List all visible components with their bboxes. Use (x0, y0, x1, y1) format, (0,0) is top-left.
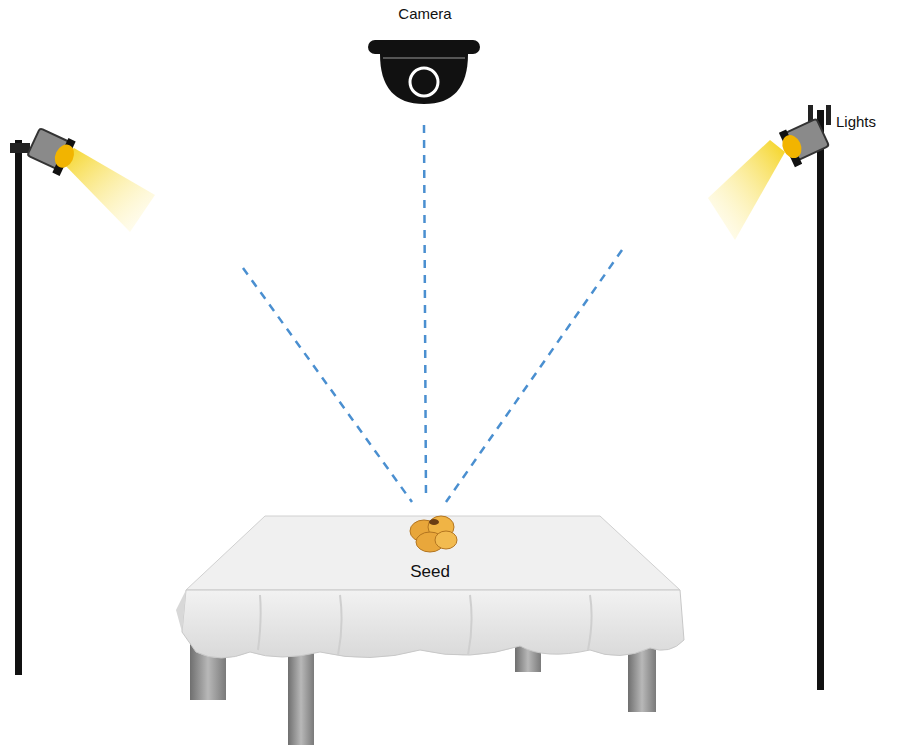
lights-label: Lights (836, 113, 876, 130)
camera-label: Camera (398, 5, 451, 22)
view-line (243, 268, 412, 502)
left-light (10, 125, 155, 675)
light-pole (15, 140, 22, 675)
light-beam (708, 140, 785, 240)
view-line (446, 250, 622, 502)
table-cloth (176, 516, 684, 658)
seed-label: Seed (410, 562, 450, 582)
right-light (708, 105, 831, 690)
light-mount (826, 105, 831, 125)
light-mount (10, 143, 30, 153)
light-beam (60, 148, 155, 232)
lamp-head (25, 125, 80, 178)
light-pole (817, 110, 824, 690)
lamp-head (776, 116, 831, 169)
view-line (424, 125, 426, 500)
camera-icon (368, 40, 480, 104)
seed-pile (410, 516, 457, 552)
view-lines (243, 125, 622, 502)
